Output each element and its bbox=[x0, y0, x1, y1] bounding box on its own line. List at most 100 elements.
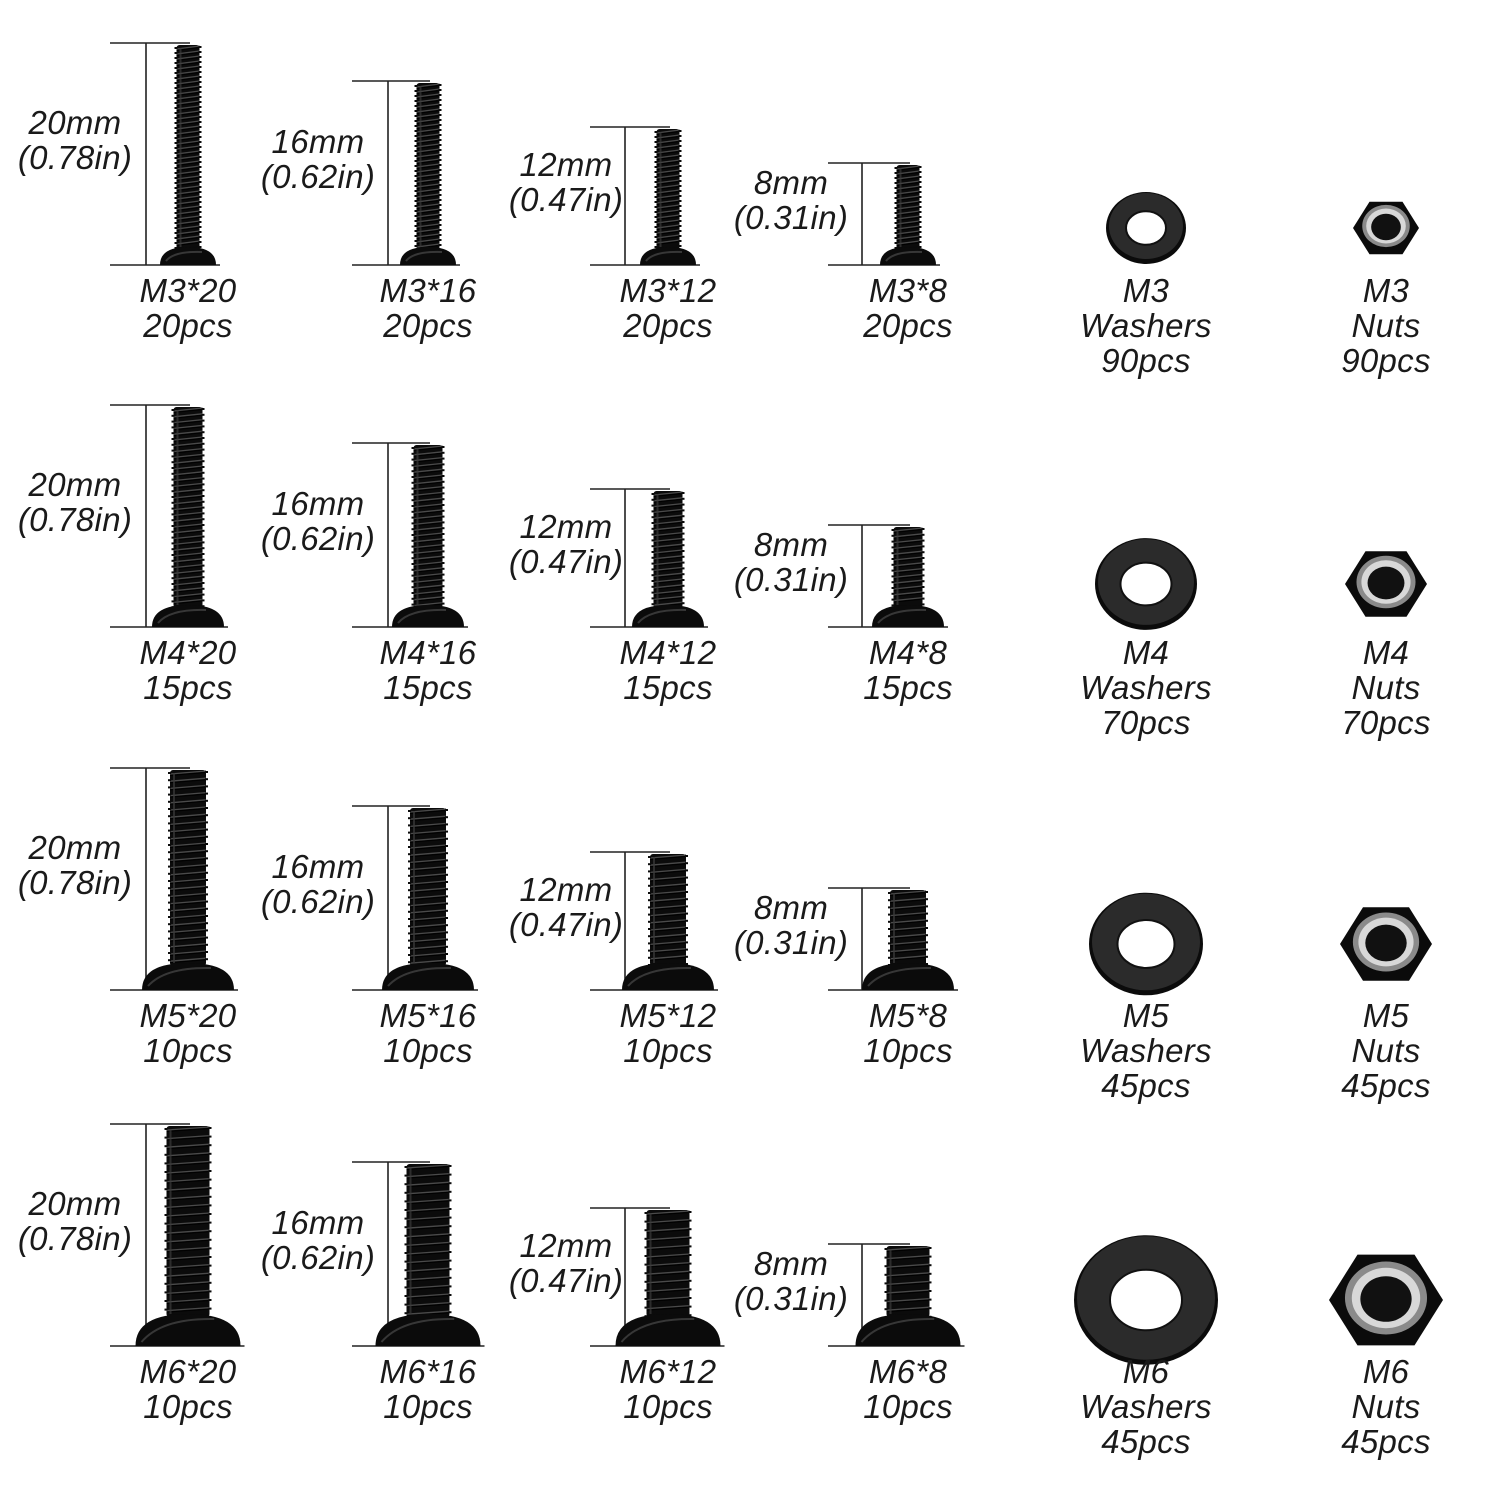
button-head-screw bbox=[622, 854, 714, 990]
washer-quantity-label: 70pcs bbox=[1101, 704, 1191, 741]
screw-size-label: M6*16 bbox=[379, 1353, 477, 1390]
dimension-label: 16mm(0.62in) bbox=[248, 1205, 388, 1275]
screw-quantity-label: 15pcs bbox=[863, 669, 953, 706]
button-head-screw bbox=[862, 890, 954, 990]
washer-type-label: Washers bbox=[1080, 1388, 1212, 1425]
dimension-label: 8mm(0.31in) bbox=[721, 165, 861, 235]
dimension-label: 16mm(0.62in) bbox=[248, 849, 388, 919]
screw-size-label: M5*8 bbox=[868, 997, 948, 1034]
screw-quantity-label: 15pcs bbox=[623, 669, 713, 706]
button-head-screw bbox=[400, 83, 456, 265]
washer-quantity-label: 45pcs bbox=[1101, 1067, 1191, 1104]
screw-quantity-label: 15pcs bbox=[383, 669, 473, 706]
screw-quantity-label: 10pcs bbox=[863, 1388, 953, 1425]
screw-quantity-label: 15pcs bbox=[143, 669, 233, 706]
hex-nut bbox=[1345, 551, 1427, 617]
dimension-label: 20mm(0.78in) bbox=[5, 830, 145, 900]
button-head-screw bbox=[382, 808, 474, 990]
screw-size-label: M4*20 bbox=[139, 634, 237, 671]
washer bbox=[1106, 192, 1186, 264]
dimension-mm: 12mm bbox=[519, 1227, 613, 1264]
button-head-screw bbox=[152, 407, 224, 627]
dimension-mm: 12mm bbox=[519, 508, 613, 545]
button-head-screw bbox=[872, 527, 944, 627]
screw-quantity-label: 10pcs bbox=[143, 1388, 233, 1425]
washer-size-label: M6 bbox=[1122, 1353, 1170, 1390]
screw-quantity-label: 20pcs bbox=[863, 307, 953, 344]
nut-type-label: Nuts bbox=[1351, 307, 1421, 344]
button-head-screw bbox=[615, 1210, 721, 1346]
dimension-inch: (0.62in) bbox=[260, 158, 376, 195]
washer-type-label: Washers bbox=[1080, 669, 1212, 706]
dimension-mm: 20mm bbox=[28, 1185, 122, 1222]
dimension-label: 8mm(0.31in) bbox=[721, 1246, 861, 1316]
dimension-mm: 20mm bbox=[28, 466, 122, 503]
screw-size-label: M4*12 bbox=[619, 634, 717, 671]
screw-size-label: M3*8 bbox=[868, 272, 948, 309]
dimension-inch: (0.78in) bbox=[17, 864, 133, 901]
screw-size-label: M3*16 bbox=[379, 272, 477, 309]
washer bbox=[1074, 1235, 1218, 1365]
screw-quantity-label: 10pcs bbox=[623, 1388, 713, 1425]
nut-quantity-label: 90pcs bbox=[1341, 342, 1431, 379]
screw-quantity-label: 10pcs bbox=[143, 1032, 233, 1069]
dimension-label: 12mm(0.47in) bbox=[496, 872, 636, 942]
dimension-label: 16mm(0.62in) bbox=[248, 124, 388, 194]
nut-size-label: M5 bbox=[1362, 997, 1410, 1034]
screw-size-label: M4*8 bbox=[868, 634, 948, 671]
screw-quantity-label: 20pcs bbox=[143, 307, 233, 344]
screw-size-label: M6*12 bbox=[619, 1353, 717, 1390]
dimension-mm: 16mm bbox=[271, 123, 365, 160]
dimension-label: 12mm(0.47in) bbox=[496, 147, 636, 217]
screw-quantity-label: 10pcs bbox=[383, 1032, 473, 1069]
screw-size-label: M3*12 bbox=[619, 272, 717, 309]
dimension-mm: 8mm bbox=[753, 164, 829, 201]
dimension-inch: (0.78in) bbox=[17, 1220, 133, 1257]
dimension-inch: (0.47in) bbox=[508, 181, 624, 218]
dimension-mm: 16mm bbox=[271, 485, 365, 522]
hex-nut bbox=[1340, 907, 1432, 981]
button-head-screw bbox=[135, 1126, 241, 1346]
dimension-mm: 16mm bbox=[271, 848, 365, 885]
dimension-inch: (0.31in) bbox=[733, 561, 849, 598]
dimension-inch: (0.78in) bbox=[17, 139, 133, 176]
washer-type-label: Washers bbox=[1080, 307, 1212, 344]
button-head-screw bbox=[160, 45, 216, 265]
screw-size-label: M5*20 bbox=[139, 997, 237, 1034]
dimension-inch: (0.31in) bbox=[733, 1280, 849, 1317]
washer bbox=[1095, 538, 1197, 630]
dimension-mm: 20mm bbox=[28, 829, 122, 866]
screw-size-label: M4*16 bbox=[379, 634, 477, 671]
nut-type-label: Nuts bbox=[1351, 1388, 1421, 1425]
screw-size-label: M5*16 bbox=[379, 997, 477, 1034]
washer-size-label: M4 bbox=[1122, 634, 1170, 671]
dimension-mm: 16mm bbox=[271, 1204, 365, 1241]
screw-size-label: M6*20 bbox=[139, 1353, 237, 1390]
dimension-inch: (0.31in) bbox=[733, 924, 849, 961]
dimension-label: 8mm(0.31in) bbox=[721, 527, 861, 597]
dimension-label: 20mm(0.78in) bbox=[5, 467, 145, 537]
button-head-screw bbox=[375, 1164, 481, 1346]
screw-size-label: M3*20 bbox=[139, 272, 237, 309]
nut-type-label: Nuts bbox=[1351, 669, 1421, 706]
nut-size-label: M6 bbox=[1362, 1353, 1410, 1390]
